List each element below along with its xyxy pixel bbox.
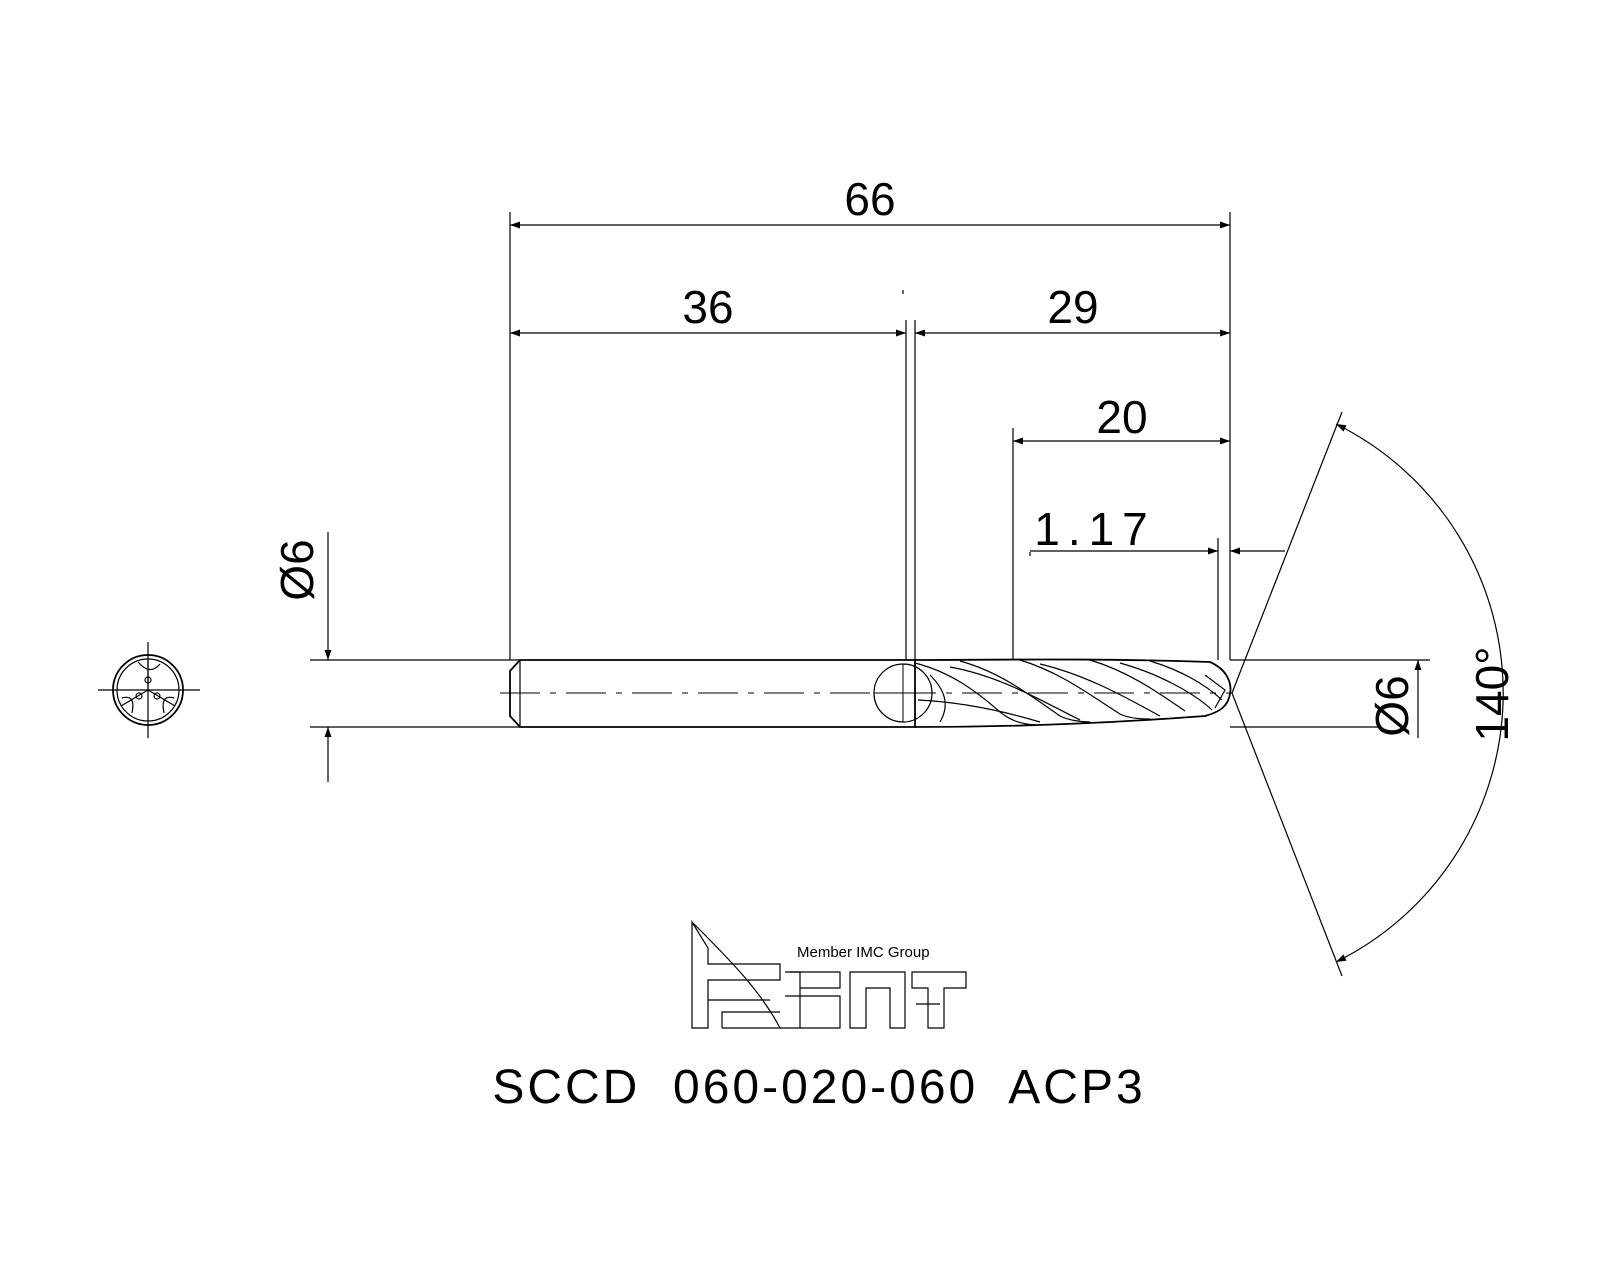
dim-cutting-diameter: Ø6 xyxy=(1366,675,1418,736)
member-imc-text: Member IMC Group xyxy=(797,944,930,961)
dim-point-angle: 140° xyxy=(1466,646,1518,741)
dim-overall-length: 66 xyxy=(844,173,895,225)
dim-point-length: 1.17 xyxy=(1034,503,1156,555)
extension-lines xyxy=(310,212,1430,977)
dimension-labels: 66 36 29 20 1.17 Ø6 Ø6 140° xyxy=(271,173,1518,742)
dim-flute-length: 29 xyxy=(1047,281,1098,333)
dim-shank-length: 36 xyxy=(682,281,733,333)
dim-cutting-length: 20 xyxy=(1096,391,1147,443)
dimension-lines xyxy=(324,221,1504,963)
dim-shank-diameter: Ø6 xyxy=(271,539,323,600)
end-view xyxy=(98,642,200,738)
iscar-logo: Member IMC Group xyxy=(691,919,967,1029)
product-code: SCCD 060-020-060 ACP3 xyxy=(492,1061,1145,1114)
drill-body xyxy=(500,658,1232,728)
